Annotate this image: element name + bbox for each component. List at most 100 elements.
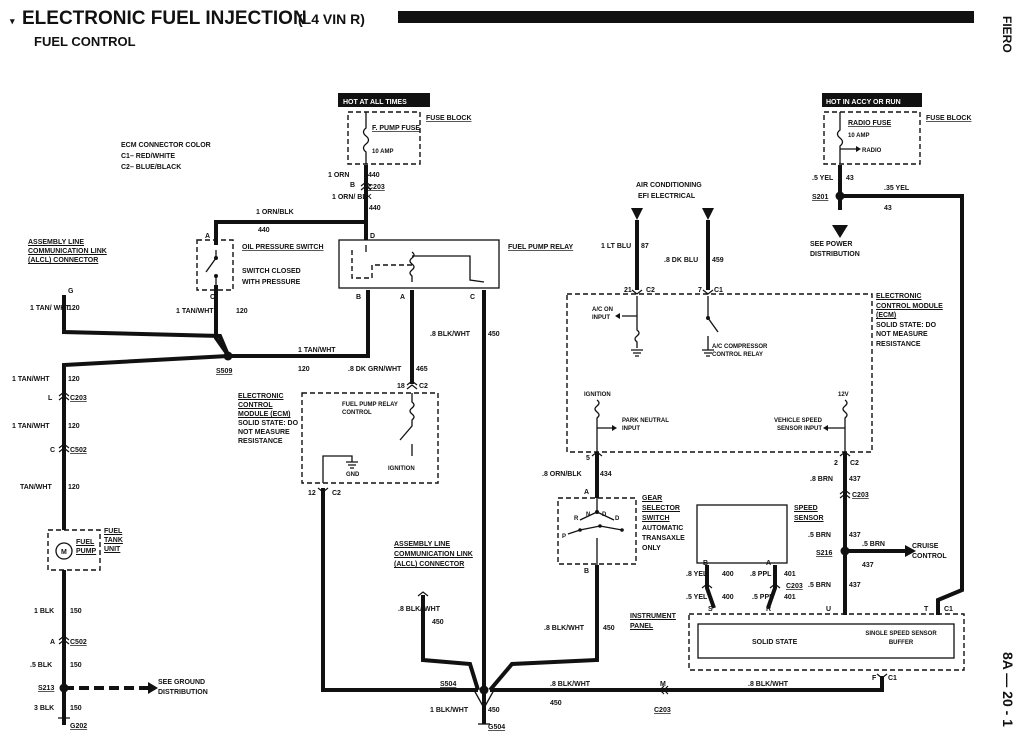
wire-label: 437 — [849, 532, 861, 539]
wire-label: 43 — [884, 205, 892, 212]
pin-label: A — [50, 639, 55, 646]
wire-label: 120 — [68, 484, 80, 491]
alcl-mid-label: ASSEMBLY LINE COMMUNICATION LINK (ALCL) … — [394, 541, 473, 568]
wire-label: .5 YEL — [812, 175, 834, 182]
gnd-label: GND — [346, 472, 360, 478]
radio-fuse-label: RADIO FUSE — [848, 120, 892, 127]
connector-label: C203 — [654, 707, 671, 714]
pin-label: 5 — [586, 455, 590, 462]
wire-label: 450 — [488, 707, 500, 714]
wire-label: 120 — [236, 308, 248, 315]
ac-arrow — [631, 208, 643, 220]
pin-label: A — [205, 233, 210, 240]
pin-label: 2 — [834, 460, 838, 467]
see-ground-arrow — [148, 682, 158, 694]
header-bar — [398, 11, 974, 23]
alcl-left-label: ASSEMBLY LINE COMMUNICATION LINK (ALCL) … — [28, 239, 107, 264]
connector-labels: C203 S509 C203 C502 C502 S213 G202 S504 … — [38, 184, 953, 731]
wire-label: 1 TAN/WHT — [176, 308, 214, 315]
v12-label: 12V — [838, 392, 849, 398]
connector-label: S504 — [440, 681, 456, 688]
f-pump-fuse-label: F. PUMP FUSE — [372, 125, 420, 132]
connector-label: C2 — [332, 490, 341, 497]
pin-labels: B D A C B A C G L C A 18 12 21 7 5 2 A B… — [48, 182, 929, 688]
s201-dot — [835, 191, 845, 201]
wire-label: 440 — [368, 172, 380, 179]
svg-text:D: D — [602, 512, 607, 518]
pin-label: F — [872, 675, 877, 682]
radio-amp-label: 10 AMP — [848, 133, 869, 139]
wire-label: .8 BLK/ WHT — [398, 606, 441, 613]
alcl-connector-left: ASSEMBLY LINE COMMUNICATION LINK (ALCL) … — [28, 239, 107, 264]
pin-label: 7 — [698, 287, 702, 294]
connector-label: C203 — [368, 184, 385, 191]
wire-label: .8 YEL — [686, 571, 708, 578]
air-conditioning-label: AIR CONDITIONING — [636, 182, 702, 189]
speed-sensor: SPEED SENSOR — [696, 504, 824, 564]
wire-label: 1 LT BLU — [601, 243, 631, 250]
ac-compressor-label: A/C COMPRESSOR CONTROL RELAY — [712, 344, 768, 358]
pin-label: M — [660, 681, 666, 688]
pin-label: T — [924, 606, 929, 613]
wire-label: 401 — [784, 571, 796, 578]
wire-label: 434 — [600, 471, 612, 478]
wire-label: .5 BRN — [808, 582, 831, 589]
page-subtitle: (L4 VIN R) — [298, 11, 365, 27]
connector-label: C2 — [850, 460, 859, 467]
pin-label: B — [350, 182, 355, 189]
pin-label: 18 — [397, 383, 405, 390]
wire-label: 120 — [68, 305, 80, 312]
instrument-panel-label: INSTRUMENT PANEL — [630, 613, 676, 630]
wire-label: .8 BLK/WHT — [550, 681, 591, 688]
wire-label: TAN/WHT — [20, 484, 52, 491]
ecm-connector-note: ECM CONNECTOR COLOR C1– RED/WHITE C2– BL… — [121, 142, 211, 171]
pin-label: B — [703, 560, 708, 567]
svg-text:P: P — [562, 534, 566, 540]
ignition-left-label: IGNITION — [388, 466, 415, 472]
wire-label: 1 TAN/WHT — [298, 347, 336, 354]
s213-dot — [59, 683, 69, 693]
side-label: FIERO — [1000, 16, 1014, 53]
ignition-right-label: IGNITION — [584, 392, 611, 398]
pin-label: A — [584, 489, 589, 496]
wire-label: 120 — [298, 366, 310, 373]
gear-selector-title: GEAR SELECTOR SWITCH — [642, 495, 680, 522]
ecm-left: ELECTRONIC CONTROL MODULE (ECM) SOLID ST… — [238, 392, 439, 484]
svg-text:D: D — [615, 516, 620, 522]
pin-label: S — [708, 606, 713, 613]
efi-electrical-label: EFI ELECTRICAL — [638, 193, 696, 200]
wire-label: 87 — [641, 243, 649, 250]
wire-label: .5 YEL — [686, 594, 708, 601]
wire-label: .8 ORN/BLK — [542, 471, 582, 478]
wire-label: .5 BRN — [808, 532, 831, 539]
svg-text:R: R — [574, 516, 579, 522]
pin-label: A — [766, 560, 771, 567]
page-number: 8A — 20 - 1 — [1000, 652, 1016, 727]
wire-label: .35 YEL — [884, 185, 910, 192]
wire-label: .8 DK BLU — [664, 257, 698, 264]
wire-label: 1 BLK — [34, 608, 54, 615]
connector-label: C502 — [70, 639, 87, 646]
wire-label: .8 BLK/WHT — [430, 331, 471, 338]
gear-selector-switch: R N D D P GEAR SELECTOR SWITCH AUTOMATIC… — [557, 495, 685, 565]
wire-label: 400 — [722, 571, 734, 578]
fuse-block-right: HOT IN ACCY OR RUN FUSE BLOCK RADIO FUSE… — [810, 93, 972, 258]
fuel-tank-unit: M FUEL PUMP FUEL TANK UNIT — [47, 528, 123, 571]
cruise-arrow — [905, 545, 916, 557]
connector-label: S201 — [812, 194, 828, 201]
section-title: FUEL CONTROL — [34, 34, 136, 49]
ecm-left-title: ELECTRONIC CONTROL MODULE (ECM) — [238, 393, 291, 418]
wire-label: .5 PPL — [752, 594, 774, 601]
pin-label: L — [48, 395, 53, 402]
pin-label: B — [356, 294, 361, 301]
wire-label: 450 — [603, 625, 615, 632]
wire-label: 150 — [70, 608, 82, 615]
radio-label: RADIO — [862, 148, 882, 154]
wire-label: 1 ORN/ BLK — [332, 194, 372, 201]
wire-label: .5 BRN — [862, 541, 885, 548]
ecm-right: ELECTRONIC CONTROL MODULE (ECM) SOLID ST… — [566, 293, 943, 453]
ecm-left-desc: SOLID STATE: DO NOT MEASURE RESISTANCE — [238, 420, 299, 445]
gear-selector-desc: AUTOMATIC TRANSAXLE ONLY — [642, 525, 685, 552]
wire-label: 1 ORN — [328, 172, 349, 179]
